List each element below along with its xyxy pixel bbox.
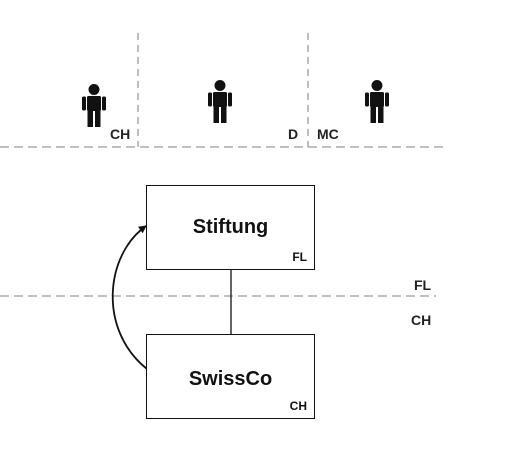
jurisdiction-label-ch: CH — [411, 312, 432, 328]
swissco-tag: CH — [289, 399, 307, 413]
region-label-d: D — [288, 126, 299, 142]
person-icon — [365, 80, 389, 123]
swissco-name: SwissCo — [188, 368, 273, 390]
stiftung-box: Stiftung FL — [146, 185, 315, 270]
person-icon — [208, 80, 232, 123]
swissco-box: SwissCo CH — [146, 334, 315, 419]
region-label-mc: MC — [317, 126, 339, 142]
stiftung-name: Stiftung — [192, 216, 269, 238]
person-icon — [82, 84, 106, 127]
jurisdiction-label-fl: FL — [414, 277, 432, 293]
stiftung-tag: FL — [292, 250, 307, 264]
curved-arrow — [111, 225, 148, 370]
region-label-ch: CH — [110, 126, 131, 142]
